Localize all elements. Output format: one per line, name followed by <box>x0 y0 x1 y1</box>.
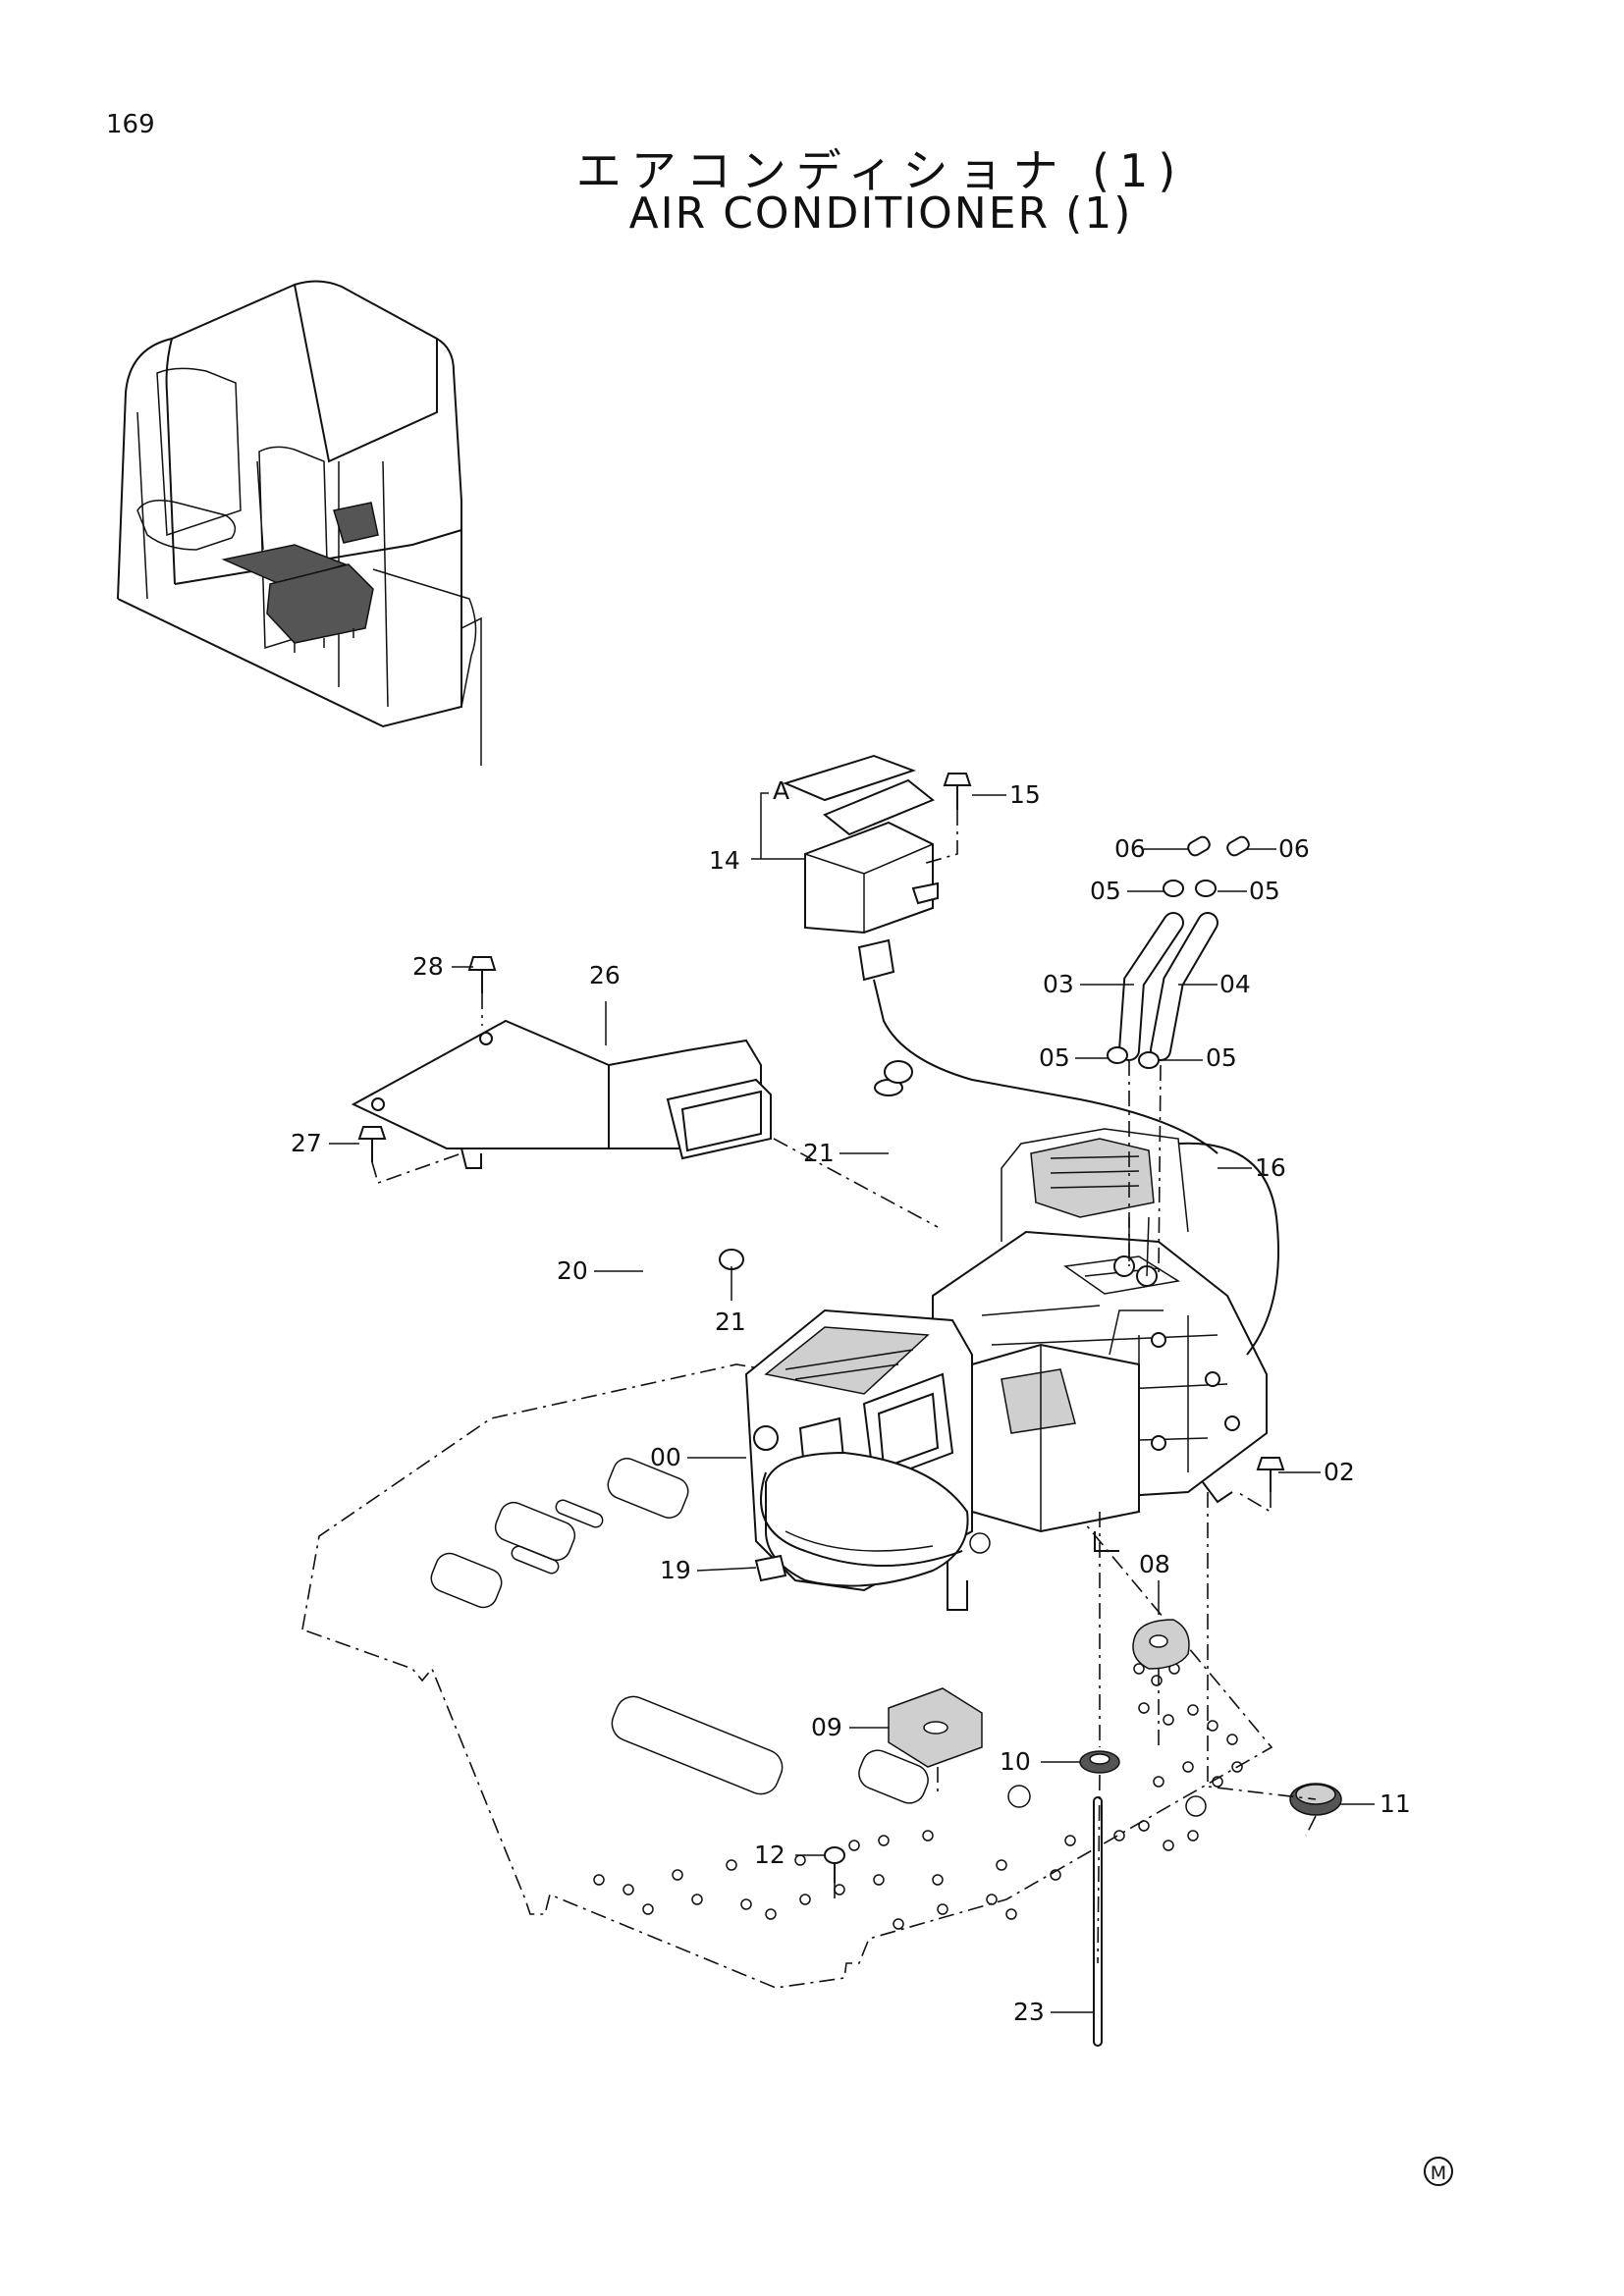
callout-A: A <box>773 776 789 805</box>
callout-09: 09 <box>811 1713 842 1741</box>
callout-21-top: 21 <box>803 1139 835 1167</box>
screw-part-15 <box>943 773 972 810</box>
callout-27: 27 <box>291 1129 322 1157</box>
callout-05-top-right: 05 <box>1249 877 1280 905</box>
callout-leaders <box>329 792 1375 2013</box>
plug-parts-06 <box>1187 835 1250 857</box>
controller-part-14 <box>804 778 1218 1154</box>
callout-10: 10 <box>1000 1747 1031 1776</box>
grommet-part-10 <box>1079 1750 1120 1774</box>
air-conditioner-unit <box>744 1128 1279 1611</box>
callout-19: 19 <box>660 1556 691 1584</box>
seal-pad-part-14a <box>783 754 916 802</box>
callout-05-bottom-right: 05 <box>1206 1043 1237 1072</box>
callout-28: 28 <box>412 952 444 981</box>
screw-part-12 <box>824 1846 845 1883</box>
m-mark-letter: M <box>1431 2163 1446 2184</box>
callout-05-bottom-left: 05 <box>1039 1043 1070 1072</box>
callout-05-top-left: 05 <box>1090 877 1121 905</box>
callout-06-left: 06 <box>1114 834 1146 863</box>
mount-rubber-part-09 <box>888 1687 983 1768</box>
callout-02: 02 <box>1324 1458 1355 1486</box>
heater-hoses-parts-03-04 <box>1118 912 1218 1061</box>
callout-08: 08 <box>1139 1550 1170 1578</box>
bolt-part-02 <box>1256 1457 1285 1492</box>
m-mark: M <box>1424 2157 1453 2186</box>
callout-12: 12 <box>754 1841 785 1869</box>
callout-15: 15 <box>1009 780 1041 809</box>
alignment-lines <box>371 810 1317 1964</box>
bolt-part-28 <box>467 956 497 993</box>
cab-inset-illustration <box>117 280 482 766</box>
callout-23: 23 <box>1013 1998 1045 2026</box>
callout-14: 14 <box>709 846 740 875</box>
callout-20: 20 <box>557 1256 588 1285</box>
title-japanese: エアコンディショナ (1) <box>575 144 1186 197</box>
clamp-parts-05 <box>1107 880 1217 1069</box>
callout-00: 00 <box>650 1443 681 1471</box>
duct-part-26 <box>351 1019 772 1169</box>
callout-16: 16 <box>1255 1153 1286 1182</box>
callout-04: 04 <box>1219 970 1251 998</box>
mount-rubber-part-08 <box>1132 1619 1190 1670</box>
callout-labels: A 14 15 06 06 05 05 03 04 05 05 16 28 26… <box>291 776 1411 2026</box>
title-english: AIR CONDITIONER (1) <box>628 188 1133 239</box>
drain-valve-part-19 <box>754 1554 787 1582</box>
bolt-part-27 <box>357 1126 387 1162</box>
callout-06-right: 06 <box>1278 834 1310 863</box>
callout-11: 11 <box>1380 1789 1411 1818</box>
page-number: 169 <box>106 110 155 139</box>
callout-21-bottom: 21 <box>715 1308 746 1336</box>
callout-03: 03 <box>1043 970 1074 998</box>
callout-26: 26 <box>589 961 621 989</box>
floor-plate <box>301 1363 1273 1989</box>
drain-hose-part-20 <box>641 1079 905 1304</box>
